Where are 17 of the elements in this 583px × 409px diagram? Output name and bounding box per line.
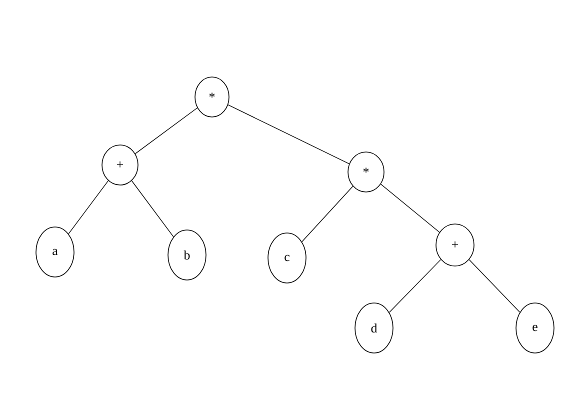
tree-edge (302, 186, 354, 242)
tree-node: + (436, 224, 474, 266)
tree-node: e (516, 302, 554, 354)
tree-node: * (348, 152, 384, 192)
tree-edge (380, 184, 440, 233)
tree-edge (134, 108, 198, 154)
tree-edge (131, 180, 174, 238)
tree-node: b (168, 230, 206, 280)
tree-edge (68, 180, 109, 234)
tree-node: c (268, 232, 306, 284)
tree-node: d (354, 302, 394, 354)
tree-edge (228, 104, 350, 164)
tree-node: * (194, 76, 230, 118)
tree-node: + (102, 144, 138, 186)
tree-edge (468, 259, 520, 313)
tree-node: a (36, 226, 74, 278)
tree-edge (388, 259, 442, 313)
